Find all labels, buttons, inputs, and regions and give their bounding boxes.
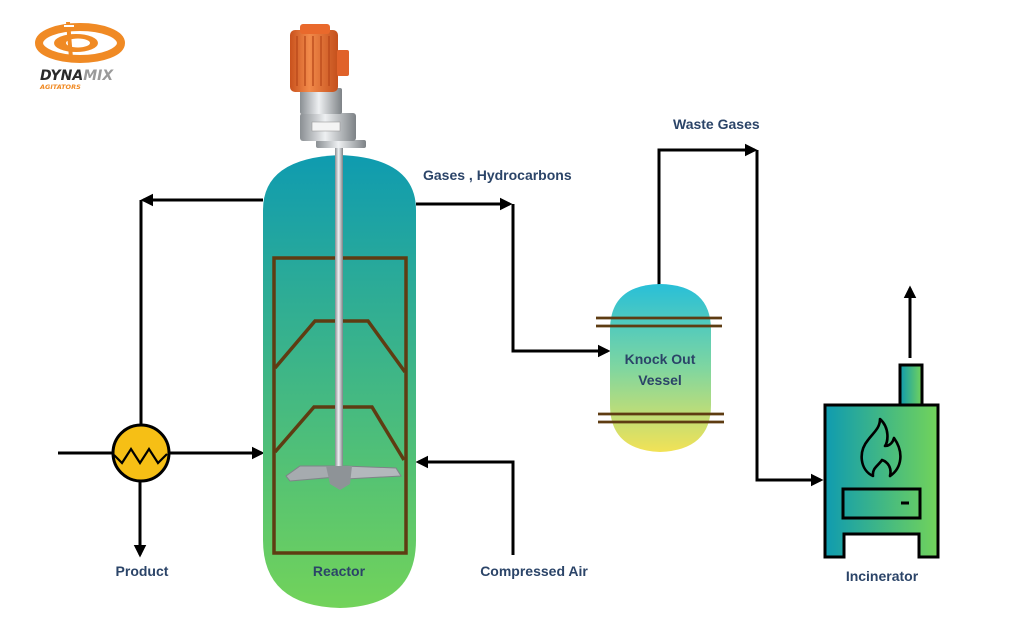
agitator-shaft [335, 145, 343, 475]
motor-fins [296, 36, 330, 86]
incinerator-body [823, 403, 940, 559]
knock-out-flange-top [596, 316, 722, 328]
gearbox-nameplate [311, 121, 341, 132]
gases-to-knockout-line [511, 204, 611, 358]
knock-out-label-line2: Vessel [638, 372, 682, 388]
incinerator-door [841, 487, 922, 520]
mounting-flange [316, 140, 366, 148]
gases-hydrocarbons-label: Gases , Hydrocarbons [423, 167, 572, 183]
knock-out-body [610, 284, 711, 452]
heat-exchanger [111, 423, 171, 483]
reactor-label: Reactor [313, 563, 366, 579]
motor-fan-cover [300, 24, 330, 34]
incinerator-label: Incinerator [846, 568, 919, 584]
heat-exchanger-body [111, 423, 171, 483]
knock-out-flange-bottom [598, 412, 724, 424]
logo-tagline: AGITATORS [39, 83, 81, 91]
waste-gases-label: Waste Gases [673, 116, 760, 132]
waste-gases-line [657, 143, 758, 285]
knock-out-label-line1: Knock Out [625, 351, 696, 367]
flame-icon [860, 417, 902, 478]
flow-lines [58, 143, 917, 558]
incinerator-stack [898, 363, 924, 407]
knock-out-vessel: Knock Out Vessel [596, 284, 724, 452]
logo-swirl-outer [35, 23, 125, 63]
impeller-icon [285, 465, 402, 490]
motor-body [290, 30, 338, 92]
heat-exchanger-coil-icon [113, 446, 168, 466]
product-label: Product [116, 563, 169, 579]
compressed-air-label: Compressed Air [480, 563, 588, 579]
incinerator: Incinerator [823, 363, 940, 584]
gear-adapter [300, 88, 342, 114]
motor-terminal-box [337, 50, 349, 76]
agitator-motor [290, 24, 366, 148]
waste-to-incinerator-line [755, 150, 824, 487]
compressed-air-line [415, 455, 515, 555]
reactor-vessel: Reactor [263, 145, 416, 608]
logo-name: DYNAMIX [40, 68, 114, 84]
dynamix-logo: DYNAMIX AGITATORS [35, 22, 125, 91]
